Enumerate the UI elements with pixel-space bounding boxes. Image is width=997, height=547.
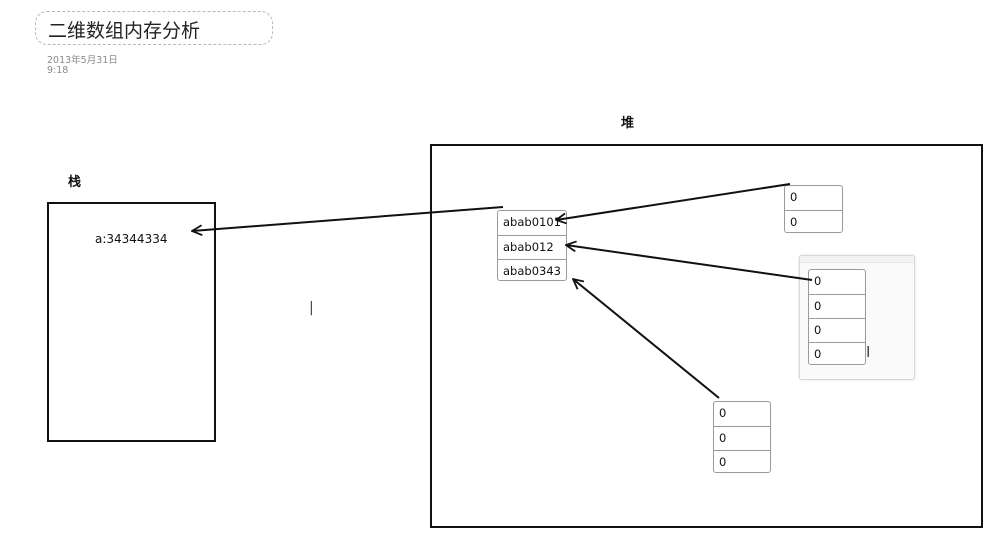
note-time: 9:18 xyxy=(47,65,69,76)
inner-array-top-right: 0 0 xyxy=(784,185,843,233)
heap-label: 堆 xyxy=(621,116,635,131)
stack-variable-a: a:34344334 xyxy=(95,232,168,246)
stack-label: 栈 xyxy=(68,175,82,190)
inner-array-cell: 0 xyxy=(719,406,727,420)
inner-array-cell: 0 xyxy=(809,294,865,318)
inner-array-cell: 0 xyxy=(785,210,842,234)
i-beam-cursor-icon: I xyxy=(866,343,871,361)
arrow-middle-right-to-row1 xyxy=(566,245,813,281)
inner-array-cell: 0 xyxy=(809,318,865,342)
inner-array-cell: 0 xyxy=(790,190,798,204)
outer-array-cell: abab012 xyxy=(498,235,566,259)
arrow-top-right-to-row0 xyxy=(556,183,791,220)
stack-box: a:34344334 xyxy=(47,202,216,442)
text-cursor-icon: | xyxy=(309,300,314,316)
inner-array-cell: 0 xyxy=(714,450,770,474)
note-title-box[interactable]: 二维数组内存分析 xyxy=(35,11,273,45)
inner-array-middle-right: 0 0 0 0 xyxy=(808,269,866,365)
outer-array-cell: abab0343 xyxy=(498,259,566,282)
inner-array-bottom: 0 0 0 xyxy=(713,401,771,473)
inner-array-cell: 0 xyxy=(809,342,865,366)
inner-array-cell: 0 xyxy=(714,426,770,450)
note-date: 2013年5月31日 xyxy=(47,55,118,66)
selected-object-handle[interactable] xyxy=(800,256,914,263)
note-title: 二维数组内存分析 xyxy=(48,20,201,42)
inner-array-cell: 0 xyxy=(814,274,822,288)
outer-array-cell: abab0101 xyxy=(503,215,561,229)
arrow-outer-array-to-stack xyxy=(192,206,504,231)
heap-box xyxy=(430,144,983,528)
arrow-bottom-to-row2 xyxy=(573,279,720,399)
